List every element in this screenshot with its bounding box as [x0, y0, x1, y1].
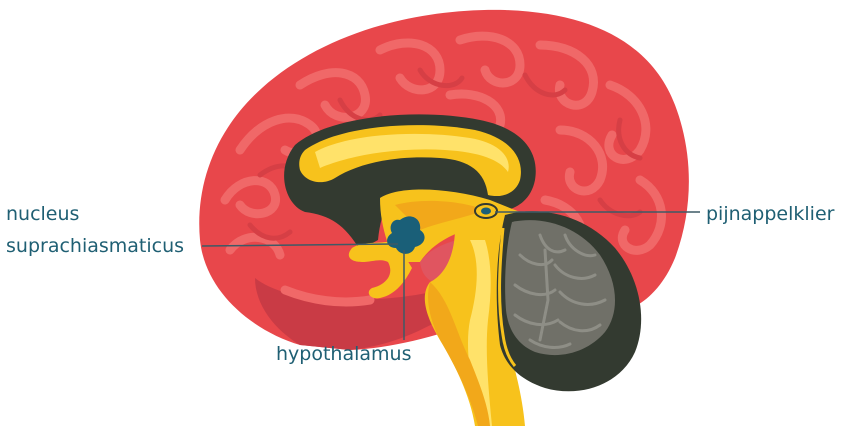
- pineal-gland-core: [481, 208, 491, 215]
- label-nucleus-line1: nucleus: [6, 202, 79, 226]
- label-nucleus-line2: suprachiasmaticus: [6, 234, 184, 258]
- label-hypothalamus: hypothalamus: [276, 342, 411, 366]
- label-pineal-gland: pijnappelklier: [706, 202, 834, 226]
